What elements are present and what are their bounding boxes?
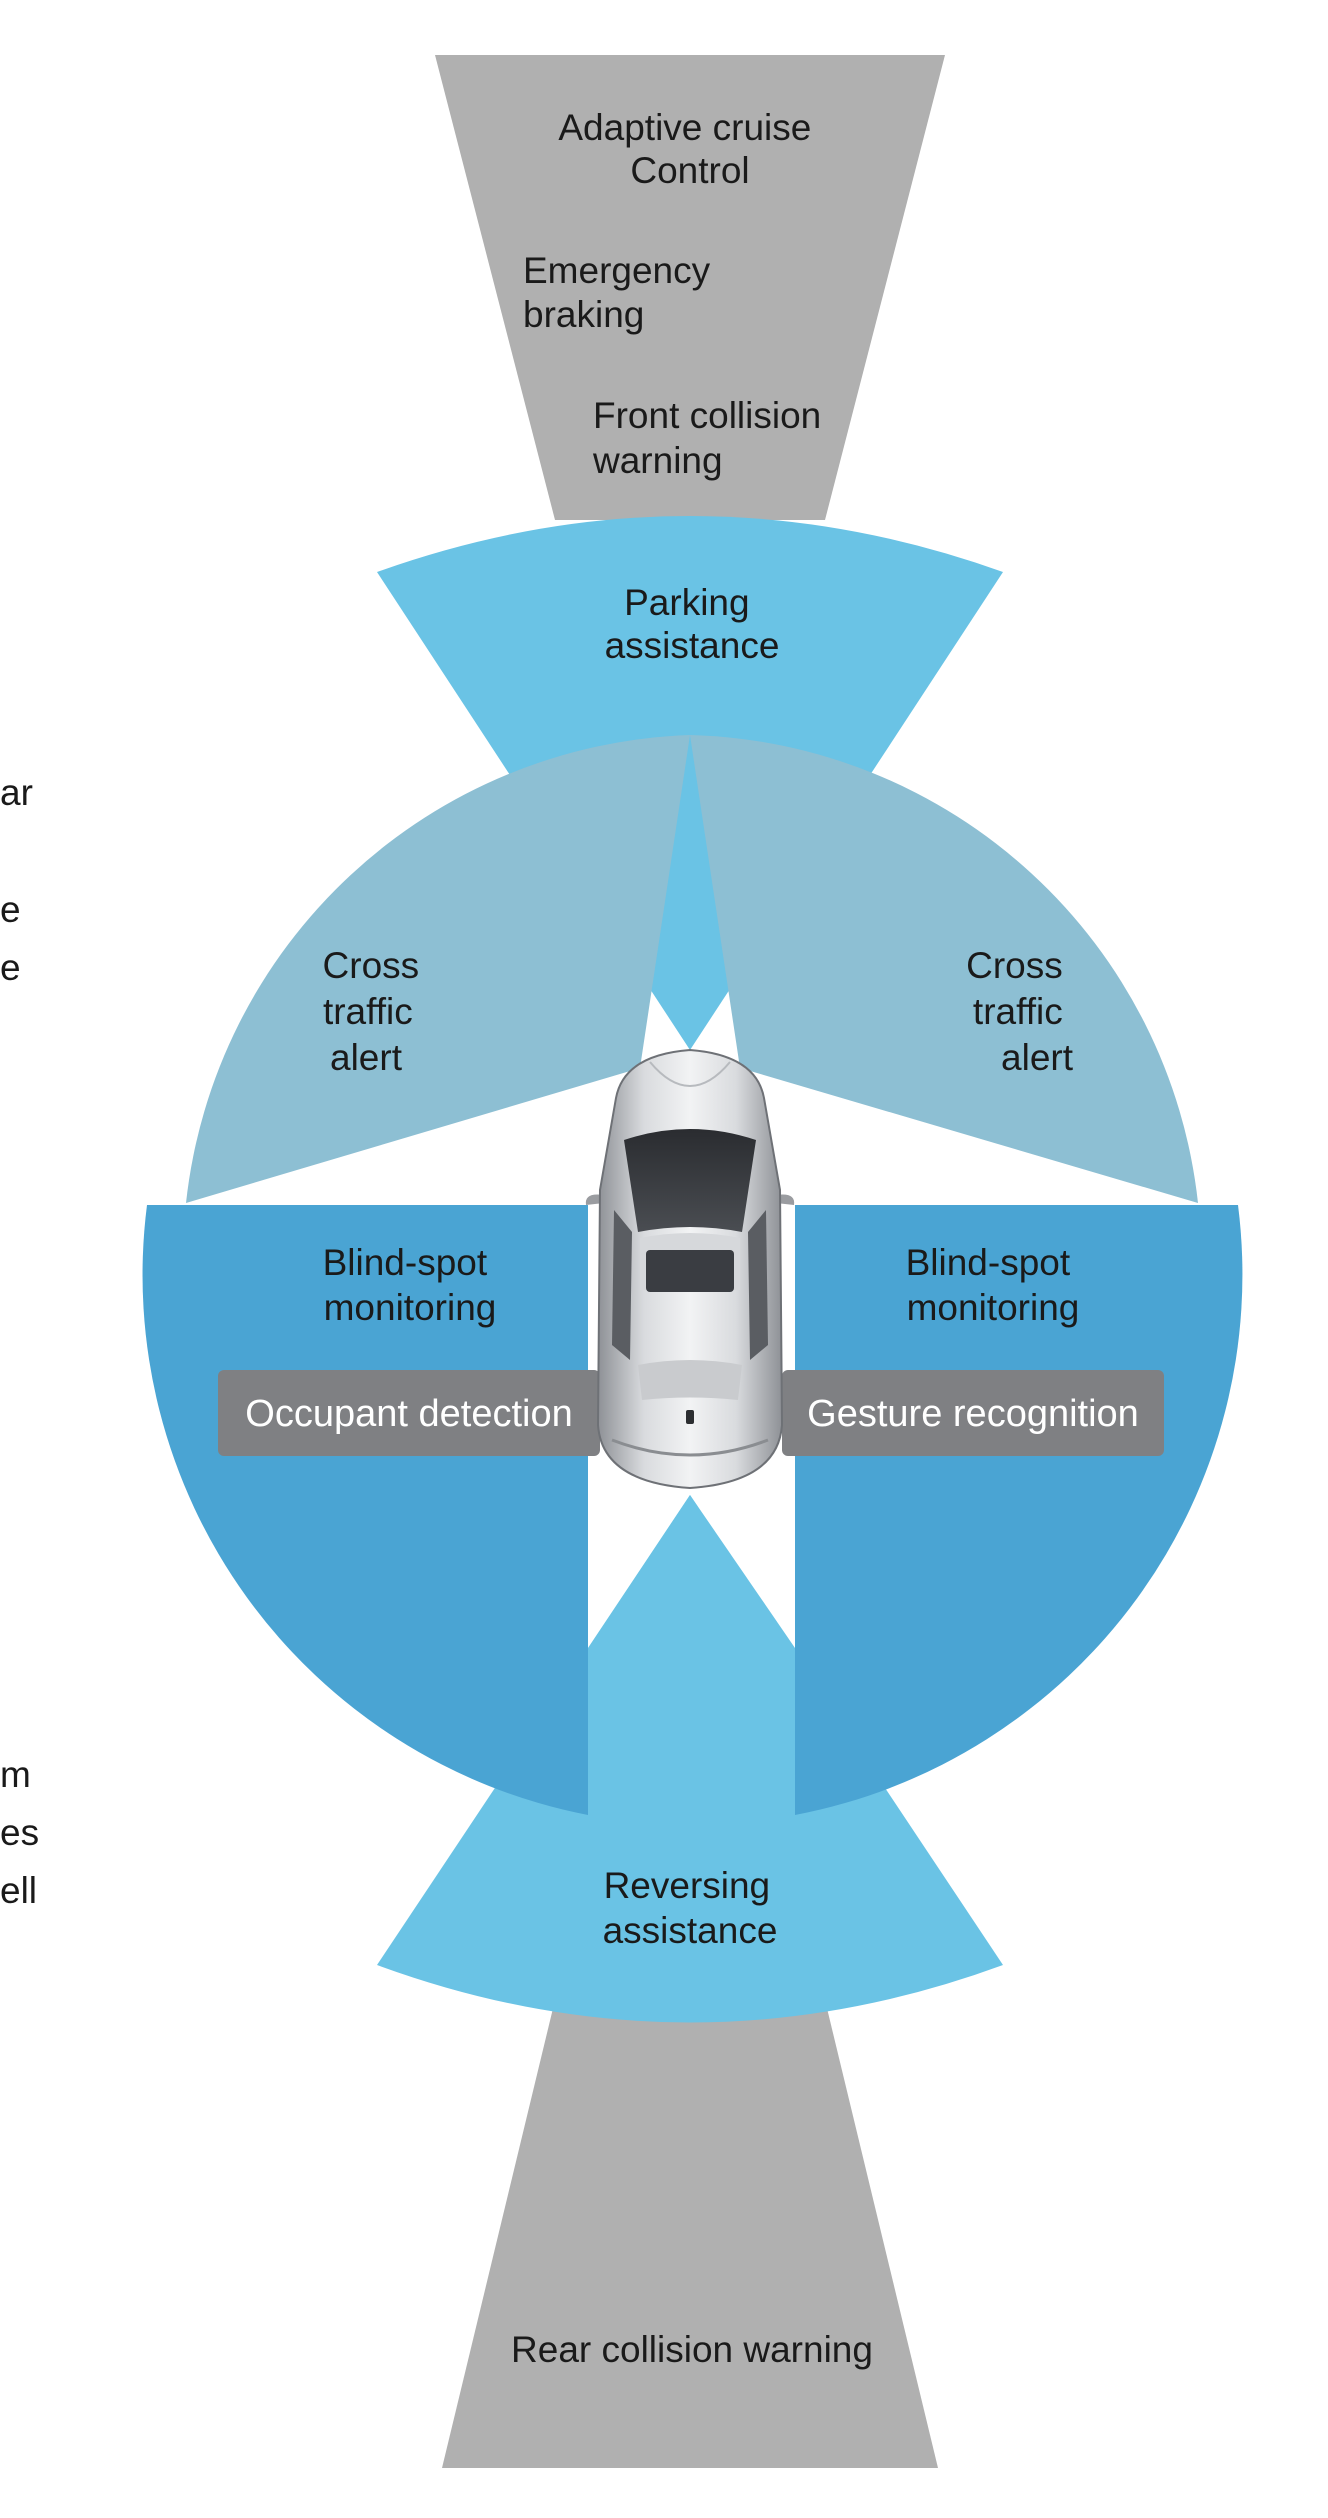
cross-traffic-zone-left: [186, 735, 690, 1203]
reversing-assistance-wedge: [588, 1495, 795, 1815]
blind-spot-label-left: Blind-spot monitoring: [323, 1242, 498, 1328]
emergency-braking-label: Emergency braking: [523, 250, 720, 335]
clipped-text-fragment: ell: [0, 1870, 37, 1911]
parking-assistance-zone: [377, 516, 1003, 1050]
blind-spot-zone-right: [795, 1205, 1243, 1815]
adaptive-cruise-label: Adaptive cruise Control: [558, 107, 821, 191]
blind-spot-zone-left: [142, 1205, 588, 1815]
blind-spot-label-right: Blind-spot monitoring: [906, 1242, 1081, 1328]
reversing-assistance-label: Reversing assistance: [603, 1865, 781, 1951]
gesture-recognition-box: [782, 1370, 1164, 1456]
cross-traffic-zone-right: [690, 735, 1198, 1203]
rear-collision-zone: [442, 2000, 938, 2468]
gesture-recognition-label: Gesture recognition: [807, 1393, 1139, 1435]
occupant-detection-box: [218, 1370, 600, 1456]
cross-traffic-label-right: Cross traffic alert: [966, 945, 1074, 1078]
clipped-text-fragment: e: [0, 947, 21, 988]
occupant-detection-label: Occupant detection: [245, 1393, 572, 1435]
clipped-text-fragment: ar: [0, 772, 33, 813]
rear-collision-label: Rear collision warning: [511, 2329, 873, 2370]
cross-traffic-label-left: Cross traffic alert: [323, 945, 430, 1078]
clipped-text-fragment: e: [0, 889, 21, 930]
clipped-text-fragment: m: [0, 1754, 31, 1795]
front-collision-label: Front collision warning: [592, 395, 832, 481]
clipped-text-fragment: es: [0, 1812, 39, 1853]
front-collision-zone: [435, 55, 945, 520]
car-top-view-icon: [585, 1048, 795, 1490]
parking-assistance-label: Parking assistance: [605, 582, 780, 666]
